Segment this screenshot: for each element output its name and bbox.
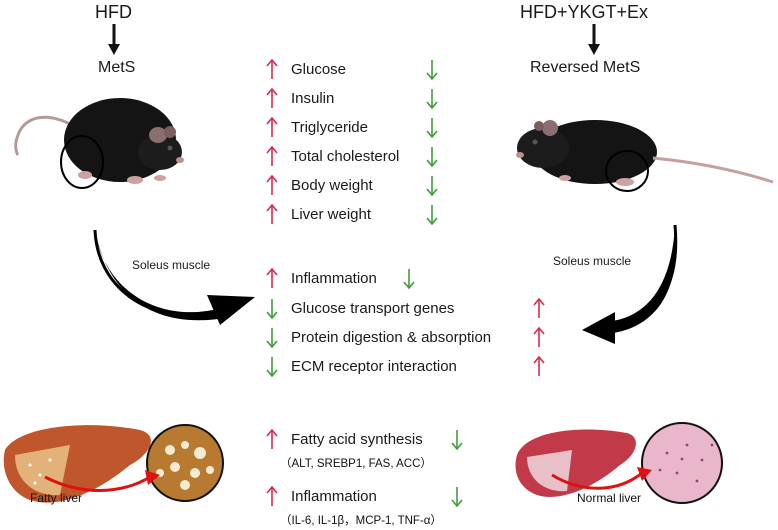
up-arrow-icon (266, 267, 278, 288)
muscle-marker-label: Protein digestion & absorption (291, 329, 492, 346)
left-state-label: MetS (98, 59, 136, 76)
metabolic-marker-label: Glucose (291, 61, 347, 78)
down-arrow-icon (266, 357, 278, 378)
down-arrow-icon (266, 299, 278, 320)
muscle-marker-label: ECM receptor interaction (291, 358, 457, 375)
metabolic-marker-label: Triglyceride (291, 119, 368, 136)
down-arrow-icon (451, 487, 463, 508)
fatty-liver-image (3, 424, 224, 503)
left-liver-label: Fatty liver (30, 491, 83, 505)
right-muscle-label: Soleus muscle (553, 254, 632, 268)
down-arrow-icon (403, 269, 415, 290)
left-condition-label: HFD (95, 2, 132, 22)
down-arrow-icon (426, 60, 438, 81)
up-arrow-icon (266, 428, 278, 449)
left-down-arrow-icon (108, 24, 120, 55)
left-muscle-highlight-circle (60, 135, 104, 189)
right-mouse-image (516, 120, 774, 186)
up-arrow-icon (266, 116, 278, 137)
metabolic-marker-label: Insulin (291, 90, 335, 107)
up-arrow-icon (266, 145, 278, 166)
liver-marker-detail: （ALT, SREBP1, FAS, ACC） (280, 458, 432, 470)
up-arrow-icon (266, 174, 278, 195)
metabolic-marker-label: Total cholesterol (291, 148, 400, 165)
up-arrow-icon (533, 326, 545, 347)
liver-marker-label: Fatty acid synthesis (291, 431, 423, 448)
right-liver-label: Normal liver (577, 491, 642, 505)
up-arrow-icon (533, 355, 545, 376)
down-arrow-icon (426, 147, 438, 168)
right-state-label: Reversed MetS (530, 59, 641, 76)
liver-marker-detail: （IL-6, IL-1β，MCP-1, TNF-α） (280, 515, 442, 527)
right-curved-arrow-icon (582, 224, 678, 344)
metabolic-marker-label: Liver weight (291, 206, 372, 223)
muscle-marker-label: Glucose transport genes (291, 300, 455, 317)
down-arrow-icon (266, 328, 278, 349)
liver-marker-label: Inflammation (291, 488, 377, 505)
up-arrow-icon (266, 203, 278, 224)
down-arrow-icon (426, 176, 438, 197)
up-arrow-icon (266, 87, 278, 108)
down-arrow-icon (426, 118, 438, 139)
up-arrow-icon (266, 58, 278, 79)
muscle-marker-label: Inflammation (291, 270, 377, 287)
down-arrow-icon (451, 430, 463, 451)
right-down-arrow-icon (588, 24, 600, 55)
metabolic-marker-label: Body weight (291, 177, 373, 194)
up-arrow-icon (533, 297, 545, 318)
down-arrow-icon (426, 89, 438, 110)
right-condition-label: HFD+YKGT+Ex (520, 2, 649, 22)
left-muscle-label: Soleus muscle (132, 258, 211, 272)
down-arrow-icon (426, 205, 438, 226)
up-arrow-icon (266, 485, 278, 506)
left-curved-arrow-icon (93, 229, 255, 325)
left-mouse-image (14, 98, 184, 184)
right-muscle-highlight-circle (605, 150, 649, 192)
normal-liver-image (515, 422, 723, 504)
